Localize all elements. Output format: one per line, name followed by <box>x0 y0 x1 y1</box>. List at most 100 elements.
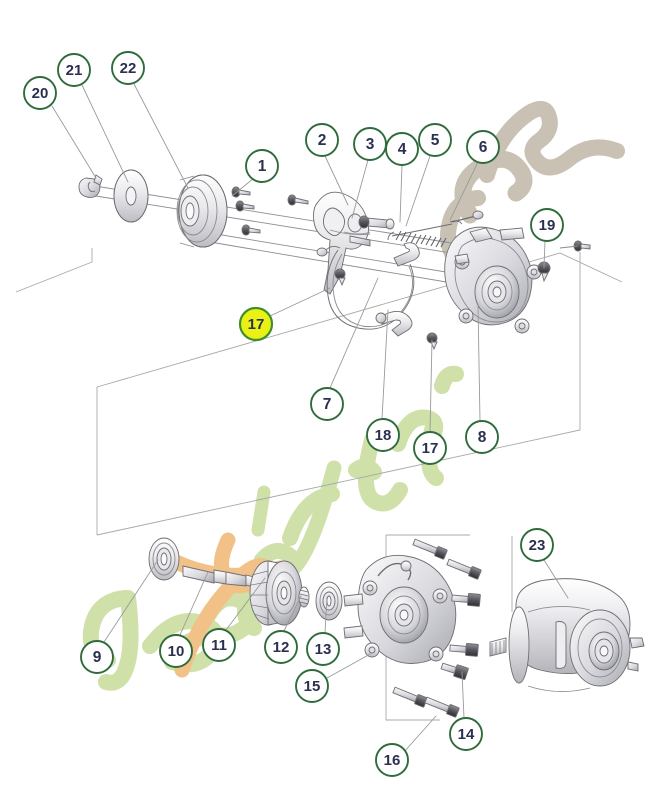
callout-6[interactable]: 6 <box>466 130 500 164</box>
callout-circle-17[interactable] <box>413 431 447 465</box>
part-1-bolts <box>231 186 309 236</box>
leader-line-11 <box>225 577 266 631</box>
part-2-lever-bracket <box>313 191 371 295</box>
callout-circle-2[interactable] <box>305 123 339 157</box>
leader-line-16 <box>403 715 437 753</box>
callout-circle-15[interactable] <box>295 669 329 703</box>
callout-9[interactable]: 9 <box>80 640 114 674</box>
leader-line-19 <box>543 240 546 269</box>
part-19-screw <box>537 240 591 283</box>
leader-line-6 <box>449 161 479 221</box>
leader-line-4 <box>399 164 403 223</box>
callout-14[interactable]: 14 <box>449 717 483 751</box>
leader-line-15 <box>326 652 373 679</box>
leader-line-21 <box>81 84 129 183</box>
part-7-hook-bracket <box>375 311 413 337</box>
callout-21[interactable]: 21 <box>57 53 91 87</box>
leader-line-17 <box>429 339 433 433</box>
callout-circle-19[interactable] <box>530 208 564 242</box>
main-shaft-lines <box>94 185 471 287</box>
leader-line-13 <box>324 596 328 634</box>
callout-23[interactable]: 23 <box>520 528 554 562</box>
callout-2[interactable]: 2 <box>305 123 339 157</box>
part-21-washer <box>113 169 149 223</box>
callout-circle-7[interactable] <box>310 387 344 421</box>
callout-7[interactable]: 7 <box>310 387 344 421</box>
part-18-bracket-arm <box>393 242 420 267</box>
callout-3[interactable]: 3 <box>353 127 387 161</box>
callout-circle-17[interactable] <box>238 306 274 342</box>
upper-assembly <box>78 169 591 351</box>
leader-line-12 <box>283 595 302 632</box>
part-6-rod <box>451 210 484 223</box>
callout-19[interactable]: 19 <box>530 208 564 242</box>
callout-circle-8[interactable] <box>465 420 499 454</box>
part-5-spring <box>387 220 463 248</box>
leader-line-14 <box>461 671 465 719</box>
callout-circle-12[interactable] <box>264 630 298 664</box>
motor-pinion <box>489 637 507 657</box>
part-17-bolts-upper <box>334 268 438 351</box>
callout-12[interactable]: 12 <box>264 630 298 664</box>
leader-line-10 <box>179 571 209 636</box>
leader-line-18 <box>381 309 389 420</box>
lower-assembly <box>148 537 645 718</box>
part-20-clip <box>78 174 103 198</box>
callout-circle-16[interactable] <box>375 743 409 777</box>
callout-circle-13[interactable] <box>306 632 340 666</box>
lower-panel-outline <box>96 252 581 536</box>
panel-outlines <box>15 248 623 721</box>
leader-line-3 <box>351 159 369 219</box>
callout-22[interactable]: 22 <box>111 51 145 85</box>
part-13-bearing <box>315 581 343 621</box>
leader-line-2 <box>324 155 349 206</box>
callout-17-highlighted[interactable]: 17 <box>238 306 274 342</box>
callout-circle-10[interactable] <box>159 634 193 668</box>
callout-circle-22[interactable] <box>111 51 145 85</box>
callout-4[interactable]: 4 <box>385 132 419 166</box>
part-8-gearbox-housing <box>444 226 542 334</box>
part-22-pulley-drum <box>176 174 228 248</box>
part-11-helical-gear <box>249 560 303 626</box>
callout-circle-23[interactable] <box>520 528 554 562</box>
callout-circle-1[interactable] <box>245 149 279 183</box>
part-9-bearing <box>148 537 180 581</box>
callout-13[interactable]: 13 <box>306 632 340 666</box>
callout-circle-5[interactable] <box>418 123 452 157</box>
leader-line-23 <box>543 559 569 599</box>
callout-circle-11[interactable] <box>202 628 236 662</box>
callout-8[interactable]: 8 <box>465 420 499 454</box>
callout-10[interactable]: 10 <box>159 634 193 668</box>
callout-circle-9[interactable] <box>80 640 114 674</box>
part-23-electric-motor <box>489 578 645 692</box>
callout-15[interactable]: 15 <box>295 669 329 703</box>
callout-11[interactable]: 11 <box>202 628 236 662</box>
callout-circle-21[interactable] <box>57 53 91 87</box>
leader-line-7 <box>329 277 379 389</box>
upper-panel-outline <box>96 252 623 388</box>
callout-circle-4[interactable] <box>385 132 419 166</box>
callout-circle-6[interactable] <box>466 130 500 164</box>
bracket-line-left <box>15 248 93 293</box>
callout-18[interactable]: 18 <box>366 418 400 452</box>
callout-circle-14[interactable] <box>449 717 483 751</box>
part-14-16-screws <box>392 538 482 718</box>
callout-circle-3[interactable] <box>353 127 387 161</box>
callout-17[interactable]: 17 <box>413 431 447 465</box>
callout-20[interactable]: 20 <box>23 76 57 110</box>
leader-line-22 <box>133 83 189 189</box>
leader-line-1 <box>231 177 255 197</box>
callout-circle-18[interactable] <box>366 418 400 452</box>
part-7-cable <box>316 245 415 330</box>
callout-5[interactable]: 5 <box>418 123 452 157</box>
callout-circle-20[interactable] <box>23 76 57 110</box>
callout-16[interactable]: 16 <box>375 743 409 777</box>
leader-line-20 <box>51 105 97 179</box>
leader-line-9 <box>103 559 159 643</box>
part-12-spring-spacer <box>298 586 310 608</box>
callout-1[interactable]: 1 <box>245 149 279 183</box>
leader-line-5 <box>405 155 431 227</box>
part-15-gear-housing <box>343 554 457 664</box>
